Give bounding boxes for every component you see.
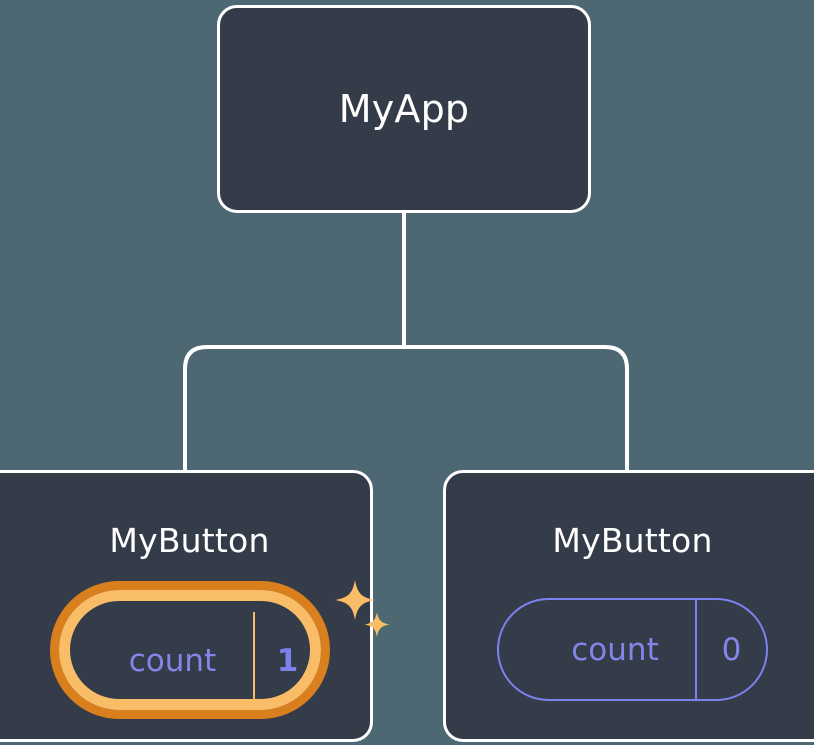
state-value-right: 0 xyxy=(695,600,766,699)
state-pill-right-wrapper: count 0 xyxy=(497,598,768,701)
state-pill-left-inner-ring: count 1 xyxy=(58,590,321,710)
state-key-left: count xyxy=(128,643,217,679)
state-key-right: count xyxy=(571,631,659,668)
state-pill-left-wrapper: count 1 xyxy=(49,580,389,719)
node-myapp[interactable]: MyApp xyxy=(217,5,591,213)
state-pill-left-highlight-ring[interactable]: count 1 xyxy=(49,581,330,719)
node-mybutton-left-title: MyButton xyxy=(109,521,270,560)
state-pill-right[interactable]: count 0 xyxy=(497,598,768,701)
node-mybutton-right[interactable]: MyButton count 0 xyxy=(443,470,814,742)
node-myapp-title: MyApp xyxy=(338,87,470,131)
state-value-left: 1 xyxy=(252,612,321,710)
sparkle-large-icon xyxy=(334,580,375,620)
edge-branch-bar xyxy=(183,345,629,470)
node-mybutton-right-title: MyButton xyxy=(552,521,713,560)
state-pill-left: count 1 xyxy=(81,612,321,710)
node-mybutton-left[interactable]: MyButton count 1 xyxy=(0,470,389,742)
